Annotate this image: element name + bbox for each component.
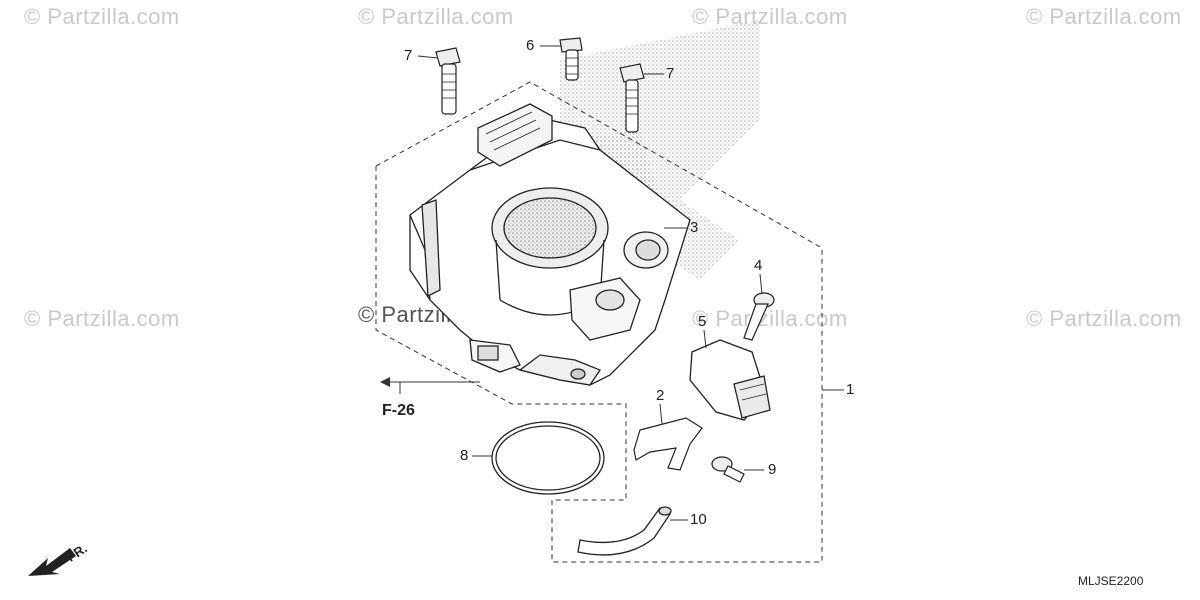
reference-arrow-head [380,377,390,387]
bolt-6 [559,37,583,81]
callout-3: 3 [690,219,699,236]
hose-10 [577,506,672,556]
callout-9: 9 [768,461,777,478]
reference-label: F-26 [382,402,415,419]
callout-4: 4 [754,257,763,274]
screw-9 [711,456,745,483]
watermark: © Partzilla.com [1026,4,1182,29]
callout-8: 8 [460,447,469,464]
watermark: © Partzilla.com [692,4,848,29]
callout-7: 7 [404,47,413,64]
watermark: © Partzilla.com [358,4,514,29]
watermark: © Partzilla.com [24,306,180,331]
bracket-2 [633,417,703,471]
o-ring-8 [491,421,605,495]
diagram-code: MLJSE2200 [1078,574,1144,588]
leader-lines [382,45,844,521]
fr-arrow-icon [28,548,76,576]
bolt-7b [619,63,645,133]
watermark: © Partzilla.com [692,306,848,331]
watermark: © Partzilla.com [24,4,180,29]
screw-4 [743,292,775,341]
watermark: © Partzilla.com [1026,306,1182,331]
assembly-outline [375,81,823,563]
sensor-5 [689,339,771,421]
callout-6: 6 [526,37,535,54]
callout-2: 2 [656,387,665,404]
callout-10: 10 [690,511,707,528]
callout-1: 1 [846,381,855,398]
throttle-body [409,103,691,386]
callout-7: 7 [666,65,675,82]
bolt-7a [435,47,461,115]
callout-5: 5 [698,313,707,330]
